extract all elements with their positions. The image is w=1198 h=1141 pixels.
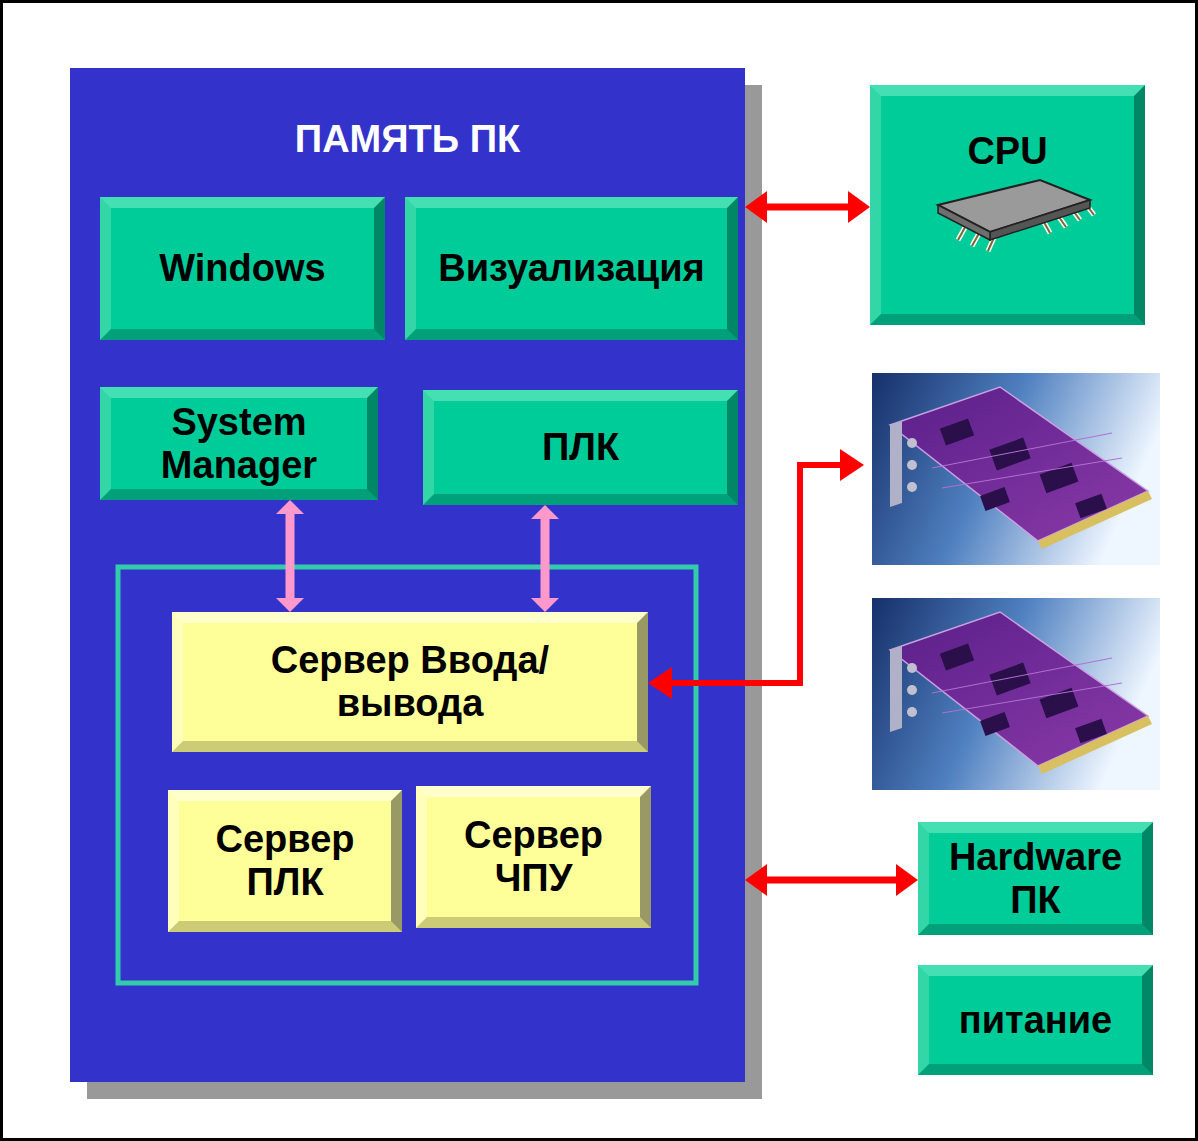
card-image — [872, 598, 1160, 790]
arrow-head — [848, 191, 870, 223]
double-arrow — [531, 505, 559, 612]
server-frame — [118, 567, 696, 983]
server-box: Сервер ЧПУ — [416, 786, 651, 928]
card-image — [872, 373, 1160, 565]
arrow-head — [745, 864, 767, 896]
arrow-shaft — [541, 517, 550, 600]
module-box: питание — [918, 965, 1153, 1075]
arrow-head — [531, 505, 559, 519]
double-arrow — [276, 500, 304, 612]
server-box: Сервер Ввода/вывода — [172, 612, 648, 752]
box-label: Сервер ПЛК — [200, 818, 370, 903]
server-box: Сервер ПЛК — [168, 790, 402, 932]
box-label: ПЛК — [542, 426, 619, 469]
arrow-head — [276, 500, 304, 514]
memory-panel: ПАМЯТЬ ПК Windows ВизуализацияSystem Manag… — [70, 68, 745, 1082]
module-box: ПЛК — [423, 390, 738, 505]
module-box: System Manager — [100, 387, 378, 500]
box-label: питание — [959, 999, 1113, 1042]
card-wire — [648, 449, 864, 699]
arrow-head — [745, 191, 767, 223]
chip-icon — [938, 180, 1094, 251]
box-label: CPU — [967, 130, 1047, 173]
arrow-shaft — [765, 877, 898, 884]
module-box: Hardware ПК — [918, 822, 1153, 935]
box-label: Windows — [159, 247, 325, 290]
box-label: Сервер ЧПУ — [449, 814, 619, 899]
double-arrow — [745, 191, 870, 223]
box-label: Визуализация — [438, 247, 704, 290]
module-box: Визуализация — [405, 197, 738, 340]
arrow-head — [531, 598, 559, 612]
module-box: Windows — [100, 197, 385, 340]
box-label: Hardware ПК — [936, 836, 1136, 921]
arrow-shaft — [765, 204, 850, 211]
arrow-shaft — [286, 512, 295, 600]
arrow-head — [276, 598, 304, 612]
box-label: Сервер Ввода/вывода — [245, 639, 575, 724]
double-arrow — [745, 864, 918, 896]
box-label: System Manager — [124, 401, 354, 486]
panel-title: ПАМЯТЬ ПК — [70, 118, 745, 161]
arrow-head — [896, 864, 918, 896]
